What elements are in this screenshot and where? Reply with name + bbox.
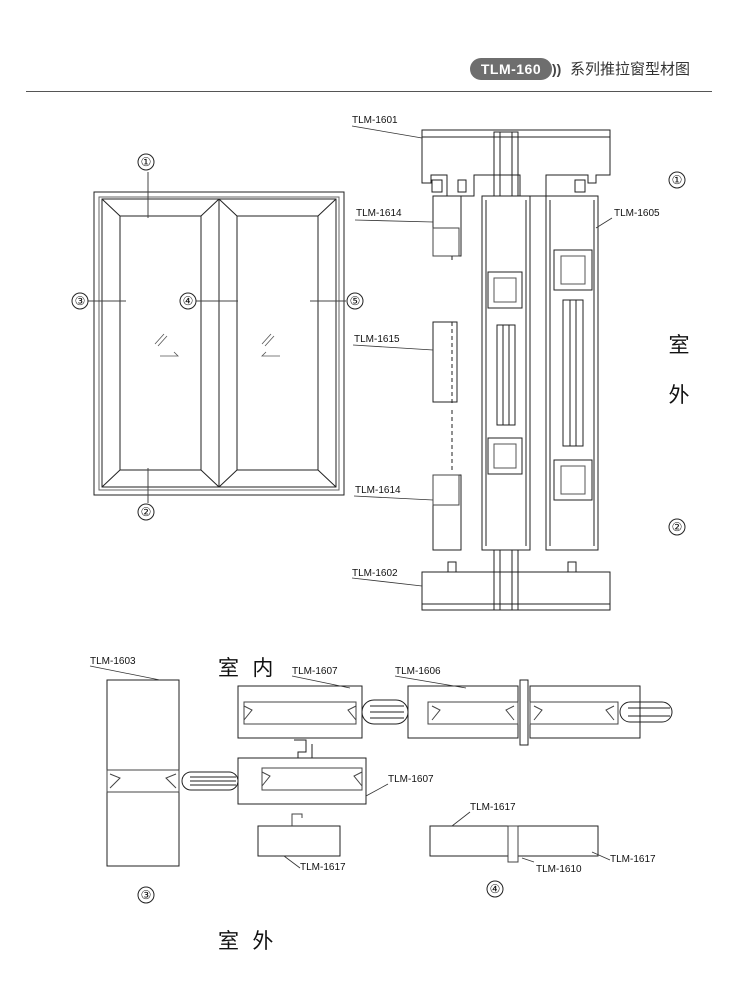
label-tlm-1601: TLM-1601 <box>352 115 398 126</box>
mark-circle-2 <box>137 503 155 521</box>
elevation-mark-4: ④ <box>183 294 194 308</box>
label-tlm-1606: TLM-1606 <box>395 666 441 677</box>
mark-circle-3 <box>71 292 89 310</box>
elevation-mark-2: ② <box>141 505 152 519</box>
hs-mark-circle-4 <box>486 880 504 898</box>
vs-mark-circle-2 <box>668 518 686 536</box>
hs-mark-circle-3 <box>137 886 155 904</box>
right-glass <box>236 215 319 471</box>
inner-frame-line <box>98 196 340 491</box>
screen-profile-left <box>257 825 341 857</box>
sash-clip <box>294 739 313 759</box>
mark-circle-5 <box>346 292 364 310</box>
window-elevation <box>71 153 364 521</box>
outer-sash-profile <box>545 195 599 551</box>
label-tlm-1614-lower: TLM-1614 <box>355 485 401 496</box>
interlock-sash-right <box>529 685 641 739</box>
elevation-mark-5: ⑤ <box>350 294 361 308</box>
exterior-label: 室 外 <box>218 929 273 953</box>
label-tlm-1617-left: TLM-1617 <box>300 862 346 873</box>
lower-interlock-profile <box>432 474 462 551</box>
hs-mark-right: ④ <box>490 882 501 896</box>
elevation-mark-1: ① <box>141 155 152 169</box>
vs-mark-bottom: ② <box>672 520 683 534</box>
exterior-char-2: 外 <box>669 383 690 407</box>
glass-hatch-left <box>154 333 179 357</box>
series-arrow-icon: )) <box>552 61 562 77</box>
screen-connector <box>507 825 519 863</box>
label-tlm-1605: TLM-1605 <box>614 208 660 219</box>
label-tlm-1602: TLM-1602 <box>352 568 398 579</box>
upper-interlock-profile <box>432 195 462 257</box>
left-glass <box>119 215 202 471</box>
upper-sash-profile <box>237 685 363 739</box>
inner-glass <box>496 324 516 426</box>
side-frame-profile <box>106 679 180 867</box>
label-tlm-1607-bottom: TLM-1607 <box>388 774 434 785</box>
inner-sash-profile <box>481 195 531 551</box>
label-tlm-1617-top: TLM-1617 <box>470 802 516 813</box>
horizontal-section <box>89 665 673 904</box>
lower-sash-profile <box>237 757 367 805</box>
vertical-section <box>351 125 686 611</box>
label-tlm-1607-top: TLM-1607 <box>292 666 338 677</box>
header-rule <box>26 91 712 92</box>
elevation-mark-3: ③ <box>75 294 86 308</box>
glass-hatch-right <box>261 333 280 357</box>
label-tlm-1610: TLM-1610 <box>536 864 582 875</box>
label-tlm-1615: TLM-1615 <box>354 334 400 345</box>
mark-circle-4 <box>179 292 197 310</box>
exterior-char-1: 室 <box>669 333 690 357</box>
page-header: TLM-160 )) 系列推拉窗型材图 <box>0 0 737 95</box>
screen-profile-right-b <box>517 825 599 857</box>
vs-mark-top: ① <box>672 173 683 187</box>
hs-mark-left: ③ <box>141 888 152 902</box>
label-tlm-1614-upper: TLM-1614 <box>356 208 402 219</box>
middle-profile <box>432 321 458 403</box>
interlock-sash-left <box>407 685 519 739</box>
series-code-badge: TLM-160 <box>470 58 552 80</box>
top-frame-profile <box>421 129 611 197</box>
right-sash <box>218 198 337 488</box>
label-tlm-1603: TLM-1603 <box>90 656 136 667</box>
screen-profile-right-a <box>429 825 509 857</box>
page-title: 系列推拉窗型材图 <box>570 60 691 78</box>
label-tlm-1617-right: TLM-1617 <box>610 854 656 865</box>
interior-label: 室 内 <box>218 656 273 680</box>
interlock-bar <box>519 679 529 746</box>
vs-mark-circle-1 <box>668 171 686 189</box>
outer-frame <box>93 191 345 496</box>
outer-glass <box>562 299 584 447</box>
glass-bar-right <box>619 701 673 723</box>
bottom-frame-profile <box>421 571 611 611</box>
mark-circle-1 <box>137 153 155 171</box>
